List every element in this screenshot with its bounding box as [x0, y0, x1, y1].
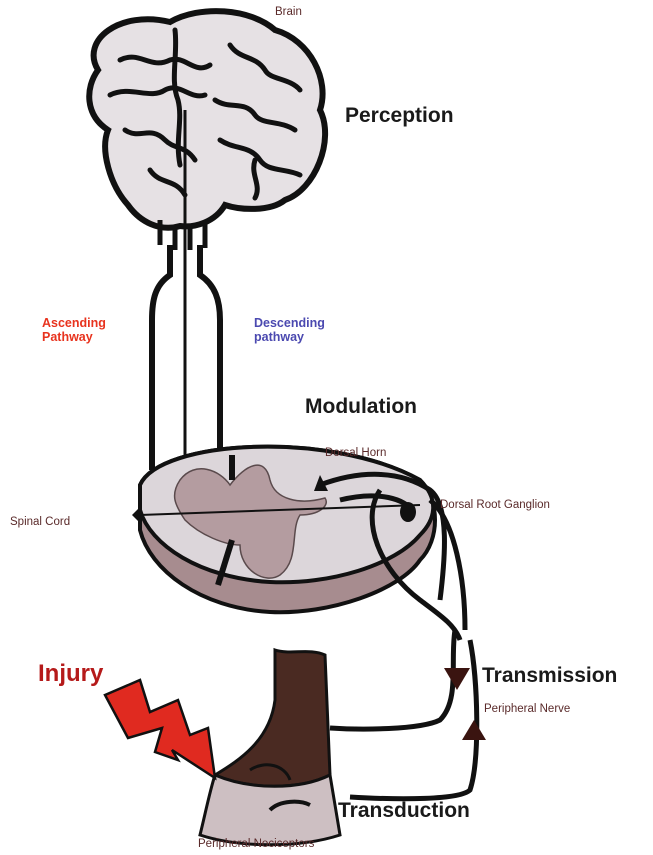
label-dorsal-root-ganglion: Dorsal Root Ganglion — [440, 499, 550, 512]
label-peripheral-nociceptors: Peripheral Nociceptors — [198, 838, 314, 851]
label-transduction: Transduction — [338, 799, 470, 823]
dorsal-root-ganglion-node — [400, 502, 416, 522]
label-dorsal-horn: Dorsal Horn — [325, 447, 386, 460]
descending-line-2: pathway — [254, 330, 325, 344]
brain-illustration — [89, 11, 325, 250]
spinal-cord-section — [132, 447, 435, 613]
ascending-line-2: Pathway — [42, 330, 106, 344]
label-ascending-pathway: Ascending Pathway — [42, 316, 106, 345]
injury-lightning-bolt — [105, 680, 215, 778]
label-peripheral-nerve: Peripheral Nerve — [484, 703, 570, 716]
label-descending-pathway: Descending pathway — [254, 316, 325, 345]
label-transmission: Transmission — [482, 664, 617, 688]
label-spinal-cord: Spinal Cord — [10, 516, 70, 529]
label-brain: Brain — [275, 6, 302, 19]
transmission-arrow-up — [462, 720, 486, 740]
label-modulation: Modulation — [305, 395, 417, 419]
descending-line-1: Descending — [254, 316, 325, 330]
transmission-arrow-down — [444, 668, 470, 690]
injured-tissue — [200, 650, 340, 845]
label-injury: Injury — [38, 660, 103, 688]
ascending-line-1: Ascending — [42, 316, 106, 330]
label-perception: Perception — [345, 104, 454, 128]
peripheral-nerve — [330, 630, 477, 799]
